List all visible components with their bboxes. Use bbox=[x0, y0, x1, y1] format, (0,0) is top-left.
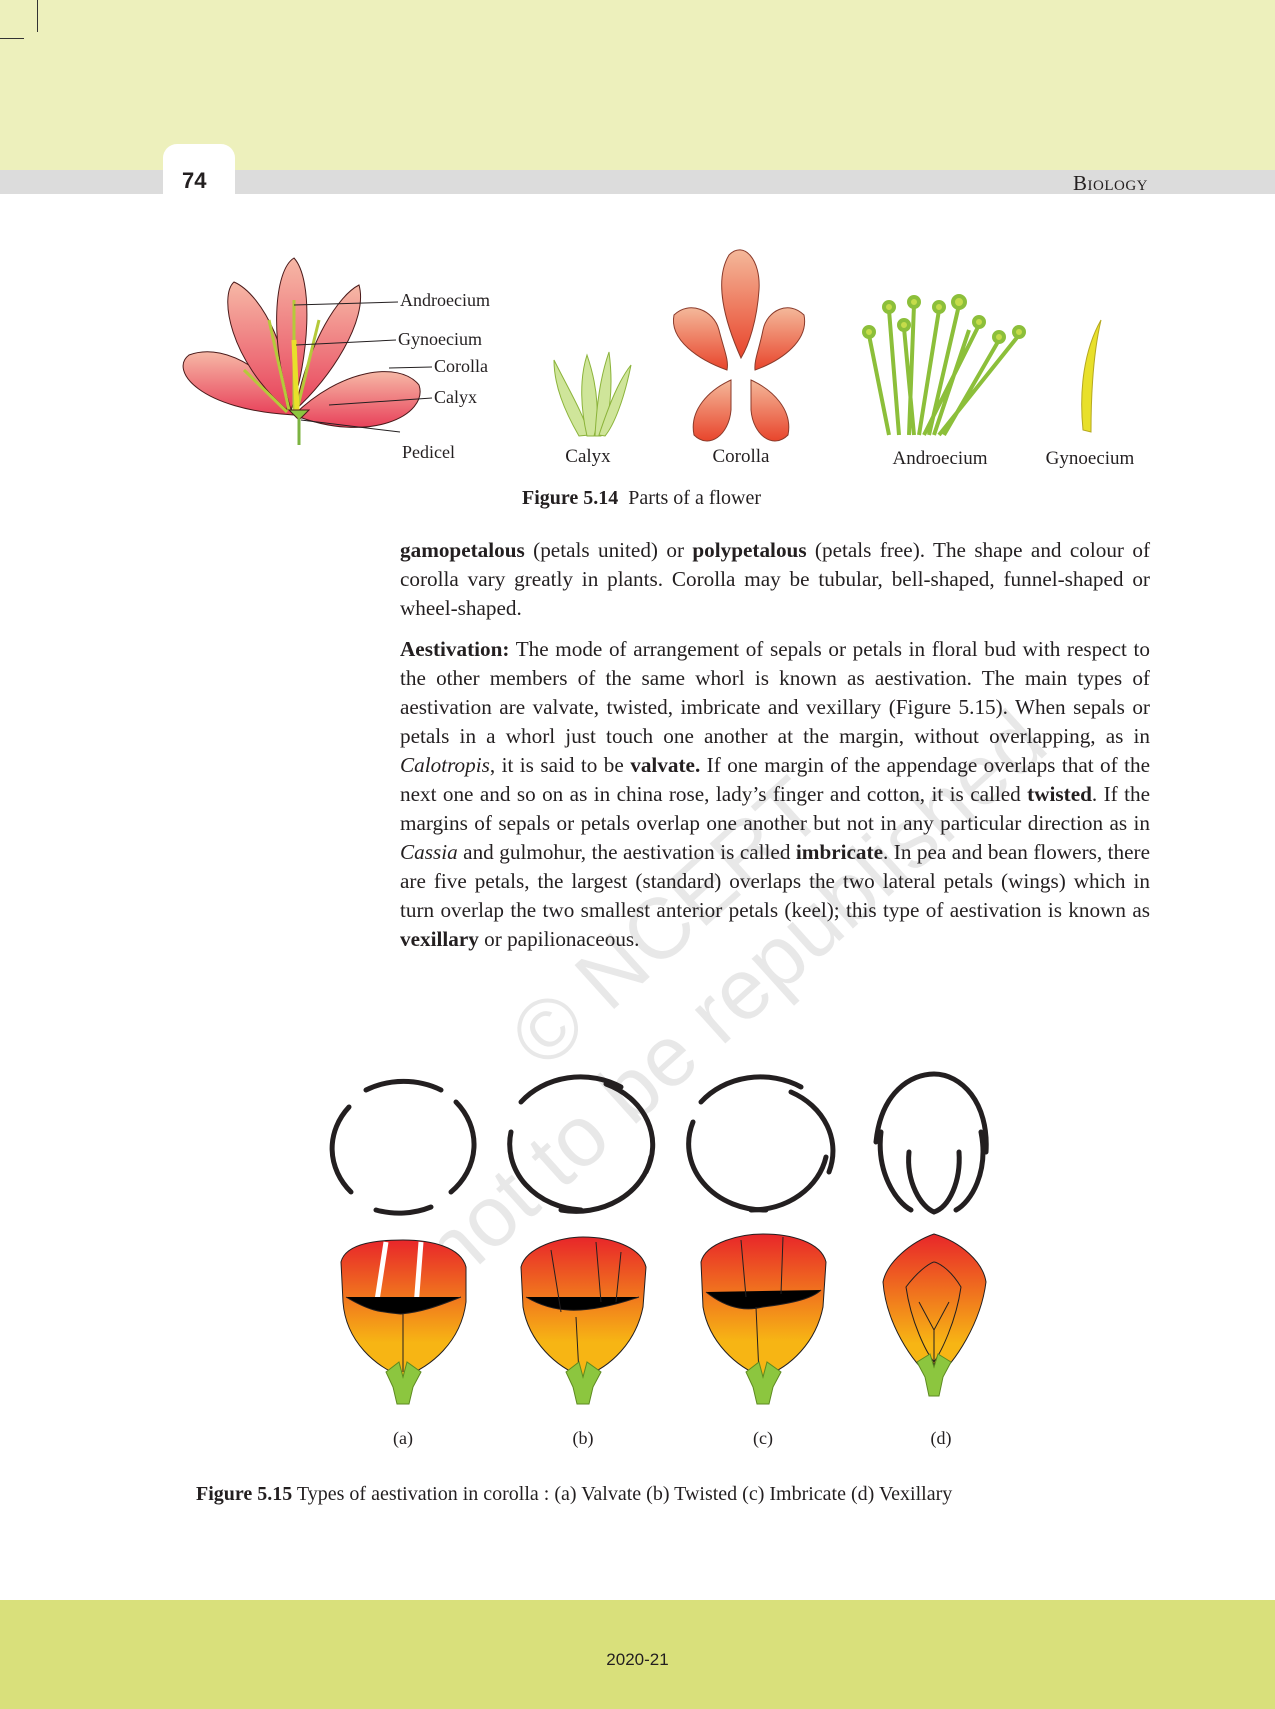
text-run: or papilionaceous. bbox=[478, 927, 640, 951]
bold-term: gamopetalous bbox=[400, 538, 525, 562]
crop-mark bbox=[0, 38, 24, 39]
imbricate-bud bbox=[700, 1233, 827, 1378]
whole-flower-illustration bbox=[182, 257, 421, 445]
twisted-diagram bbox=[507, 1074, 656, 1214]
bold-term: vexillary bbox=[400, 927, 479, 951]
text-run: . In pea and bean flowers, there are fiv… bbox=[400, 840, 1151, 922]
italic-term: Calotropis bbox=[400, 753, 490, 777]
gynoecium-illustration bbox=[1081, 319, 1102, 433]
bold-term: imbricate bbox=[795, 840, 883, 864]
part-label-corolla: Corolla bbox=[713, 446, 771, 467]
figure-5-14-caption: Figure 5.14 Parts of a flower bbox=[522, 487, 761, 510]
part-label-androecium: Androecium bbox=[893, 448, 988, 469]
caption-text: Types of aestivation in corolla : (a) Va… bbox=[292, 1483, 953, 1505]
footer-year: 2020-21 bbox=[606, 1650, 669, 1669]
twisted-bud bbox=[520, 1236, 647, 1378]
label-b: (b) bbox=[573, 1428, 594, 1449]
bold-term: twisted bbox=[1027, 782, 1092, 806]
text-run: and gulmohur, the aestivation is called bbox=[457, 840, 796, 864]
androecium-illustration bbox=[862, 294, 1026, 437]
page-number: 74 bbox=[182, 168, 207, 193]
bold-term: Aestivation: bbox=[400, 637, 510, 661]
caption-label: Figure 5.15 bbox=[196, 1483, 293, 1505]
running-head: Biology bbox=[1073, 171, 1148, 195]
corolla-illustration bbox=[673, 249, 806, 442]
valvate-bud bbox=[340, 1239, 467, 1378]
text-run: The mode of arrangement of sepals or pet… bbox=[400, 637, 1150, 748]
figure-5-15-caption: Figure 5.15 Types of aestivation in coro… bbox=[196, 1483, 952, 1506]
label-corolla: Corolla bbox=[434, 356, 488, 376]
page-number-tab bbox=[163, 144, 235, 196]
label-androecium: Androecium bbox=[400, 290, 490, 310]
bold-term: valvate. bbox=[630, 753, 701, 777]
figure-parts-of-flower: Androecium Gynoecium Corolla Calyx Pedic… bbox=[182, 249, 1135, 469]
text-run: If one margin of the appendage overlaps … bbox=[400, 753, 1150, 806]
label-a: (a) bbox=[393, 1428, 413, 1449]
caption-label: Figure 5.14 bbox=[522, 487, 619, 509]
figure-aestivation-types: (a) (b) (c) (d) bbox=[329, 1071, 989, 1449]
text-run: (petals free). The shape and colour of c… bbox=[400, 538, 1150, 620]
vexillary-bud bbox=[882, 1233, 987, 1381]
text-run: , it is said to be bbox=[489, 753, 631, 777]
vexillary-diagram bbox=[873, 1071, 989, 1215]
paragraph: Aestivation: The mode of arrangement of … bbox=[400, 635, 1150, 954]
bottom-margin-band bbox=[0, 1600, 1275, 1709]
text-run: . If the margins of sepals or petals ove… bbox=[400, 782, 1150, 835]
text-run: (petals united) or bbox=[524, 538, 693, 562]
top-margin-band bbox=[0, 0, 1275, 170]
label-d: (d) bbox=[931, 1428, 952, 1449]
italic-term: Cassia bbox=[400, 840, 458, 864]
body-text: gamopetalous (petals united) or polypeta… bbox=[400, 536, 1150, 966]
label-gynoecium: Gynoecium bbox=[398, 329, 482, 349]
label-c: (c) bbox=[753, 1428, 773, 1449]
bold-term: polypetalous bbox=[692, 538, 807, 562]
sepal-group bbox=[385, 1353, 952, 1405]
calyx-illustration bbox=[553, 351, 632, 437]
caption-text: Parts of a flower bbox=[628, 487, 762, 509]
part-label-gynoecium: Gynoecium bbox=[1046, 448, 1135, 469]
imbricate-diagram bbox=[686, 1074, 836, 1213]
part-label-calyx: Calyx bbox=[565, 446, 611, 467]
label-calyx: Calyx bbox=[434, 387, 477, 407]
valvate-diagram bbox=[329, 1078, 477, 1216]
crop-mark bbox=[37, 0, 38, 32]
paragraph: gamopetalous (petals united) or polypeta… bbox=[400, 536, 1150, 623]
label-pedicel: Pedicel bbox=[402, 442, 455, 462]
